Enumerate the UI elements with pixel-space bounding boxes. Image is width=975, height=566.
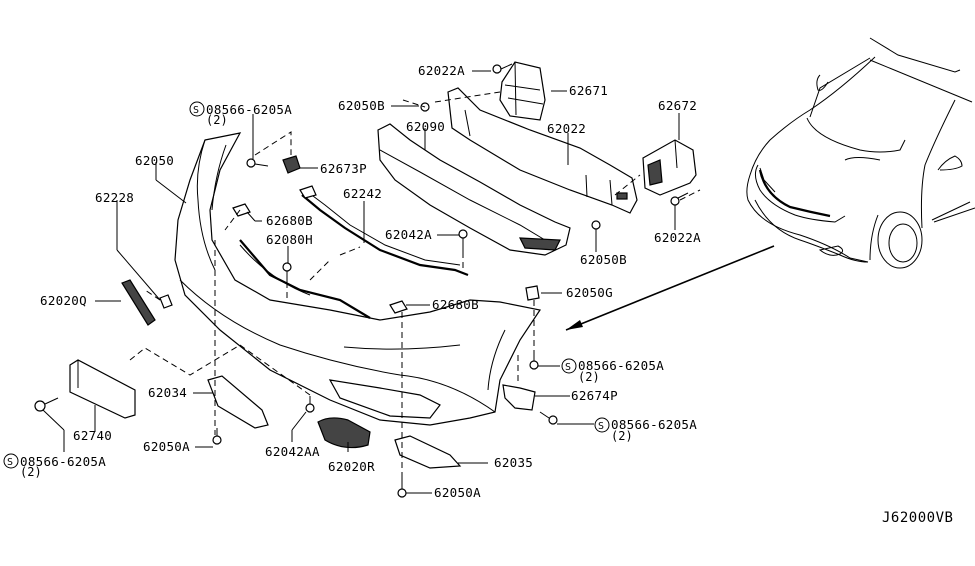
- label-62671[interactable]: 62671: [569, 83, 608, 98]
- label-62050G[interactable]: 62050G: [566, 285, 613, 300]
- bumper-reinforcement-62022: [447, 87, 638, 214]
- label-62050B-top[interactable]: 62050B: [338, 98, 385, 113]
- label-62050B-right[interactable]: 62050B: [580, 252, 627, 267]
- s-symbol-icon: [3, 453, 19, 469]
- label-62680B-mid[interactable]: 62680B: [432, 297, 479, 312]
- label-62680B-left[interactable]: 62680B: [266, 213, 313, 228]
- assembly-lines: [129, 91, 701, 490]
- label-62020R[interactable]: 62020R: [328, 459, 375, 474]
- s-symbol: S: [193, 105, 199, 116]
- label-62050A-left[interactable]: 62050A: [143, 439, 190, 454]
- quantity-left: (2): [20, 465, 42, 479]
- label-62228[interactable]: 62228: [95, 190, 134, 205]
- s-symbol: S: [565, 362, 571, 373]
- label-08566-6205A-right: 08566-6205A: [611, 417, 697, 432]
- vehicle-illustration: [746, 37, 975, 269]
- label-08566-mid[interactable]: S 08566-6205A (2): [561, 358, 664, 384]
- small-parts: [34, 155, 558, 498]
- s-symbol-icon: [189, 101, 205, 117]
- label-08566-left[interactable]: S 08566-6205A (2): [3, 453, 106, 479]
- label-62673P[interactable]: 62673P: [320, 161, 367, 176]
- leader-lines: [42, 70, 680, 494]
- label-62042A[interactable]: 62042A: [385, 227, 432, 242]
- label-08566-6205A-left: 08566-6205A: [20, 454, 106, 469]
- quantity-top: (2): [206, 113, 228, 127]
- label-62022A-top[interactable]: 62022A: [418, 63, 465, 78]
- label-62674P[interactable]: 62674P: [571, 388, 618, 403]
- diagram-code: J62000VB: [882, 510, 953, 526]
- label-62034[interactable]: 62034: [148, 385, 187, 400]
- label-62042AA[interactable]: 62042AA: [265, 444, 320, 459]
- s-symbol-icon: [594, 417, 610, 433]
- label-62672[interactable]: 62672: [658, 98, 697, 113]
- label-62035[interactable]: 62035: [494, 455, 533, 470]
- label-62022[interactable]: 62022: [547, 121, 586, 136]
- bumper-fascia-62050: [174, 132, 541, 426]
- s-symbol: S: [7, 457, 13, 468]
- label-62090[interactable]: 62090: [406, 119, 445, 134]
- label-62022A-right[interactable]: 62022A: [654, 230, 701, 245]
- label-08566-6205A-mid: 08566-6205A: [578, 358, 664, 373]
- quantity-right: (2): [611, 429, 633, 443]
- label-62050A-bottom[interactable]: 62050A: [434, 485, 481, 500]
- crash-box-62672: [642, 139, 697, 196]
- part-labels: 62022A 62671 62050B 62090 62022 62672 62…: [3, 63, 953, 526]
- label-62020Q[interactable]: 62020Q: [40, 293, 87, 308]
- bracket-62242: [299, 185, 469, 277]
- label-62242[interactable]: 62242: [343, 186, 382, 201]
- label-62050[interactable]: 62050: [135, 153, 174, 168]
- s-symbol: S: [598, 421, 604, 432]
- crash-box-62671: [499, 61, 546, 121]
- quantity-mid: (2): [578, 370, 600, 384]
- label-08566-top[interactable]: S 08566-6205A (2): [189, 101, 292, 127]
- s-symbol-icon: [561, 358, 577, 374]
- label-08566-right[interactable]: S 08566-6205A (2): [594, 417, 697, 443]
- label-62740[interactable]: 62740: [73, 428, 112, 443]
- view-direction-arrow: [565, 245, 775, 331]
- label-08566-6205A-top: 08566-6205A: [206, 102, 292, 117]
- label-62080H[interactable]: 62080H: [266, 232, 313, 247]
